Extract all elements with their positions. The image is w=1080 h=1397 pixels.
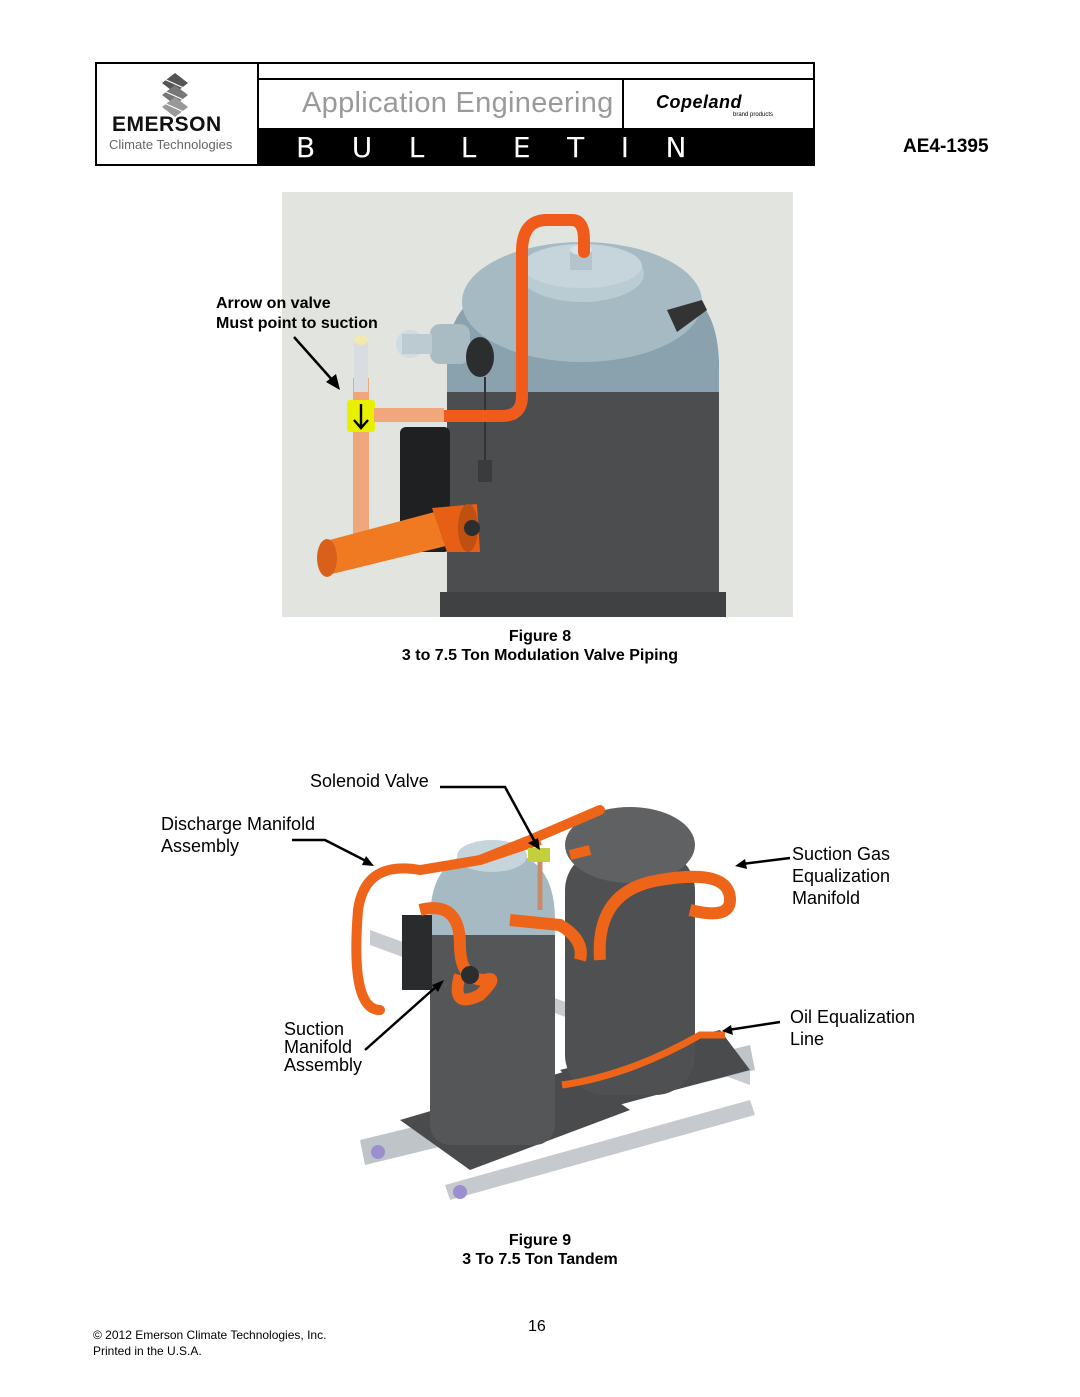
copeland-logo: Copeland — [656, 92, 743, 112]
oil-equalization-label-2: Line — [790, 1029, 825, 1049]
suction-manifold-label-3: Assembly — [284, 1055, 363, 1075]
discharge-manifold-label-1: Discharge Manifold — [161, 814, 316, 834]
division-name: Climate Technologies — [109, 137, 233, 152]
copeland-logo-box — [622, 80, 815, 128]
suction-gas-label-1: Suction Gas — [792, 844, 891, 864]
emerson-logo-icon — [162, 73, 188, 117]
page-number: 16 — [528, 1318, 546, 1335]
figure-8-image — [282, 192, 793, 617]
document-number: AE4-1395 — [903, 136, 989, 157]
figure-9-title: 3 To 7.5 Ton Tandem — [462, 1251, 618, 1268]
brand-products-label: brand products — [733, 112, 774, 118]
copyright-notice: © 2012 Emerson Climate Technologies, Inc… — [93, 1328, 327, 1342]
figure-9-tandem-illustration — [351, 805, 755, 1200]
emerson-logo-box — [95, 62, 259, 166]
compressor-illustration — [293, 214, 726, 617]
suction-gas-label-2: Equalization — [792, 866, 891, 886]
bulletin-bar — [258, 128, 815, 166]
discharge-manifold-label-2: Assembly — [161, 836, 240, 856]
suction-gas-label-3: Manifold — [792, 888, 861, 908]
header-top-strip — [258, 62, 815, 80]
printed-notice: Printed in the U.S.A. — [93, 1344, 202, 1358]
suction-manifold-label-2: Manifold — [284, 1037, 353, 1057]
figure-8-title: 3 to 7.5 Ton Modulation Valve Piping — [401, 647, 679, 664]
bulletin-title: BULLETIN — [296, 131, 723, 164]
oil-equalization-label-1: Oil Equalization — [790, 1007, 916, 1027]
company-name: EMERSON — [112, 113, 222, 136]
valve-note-line1: Arrow on valve — [216, 295, 331, 312]
suction-manifold-label-1: Suction — [284, 1019, 345, 1039]
figure-8-number: Figure 8 — [508, 628, 572, 645]
solenoid-valve-label: Solenoid Valve — [310, 771, 429, 791]
flow-arrow-icon — [353, 404, 369, 430]
application-engineering-title: Application Engineering — [302, 87, 614, 119]
figure-9-number: Figure 9 — [508, 1232, 572, 1249]
valve-note-line2: Must point to suction — [216, 315, 378, 332]
